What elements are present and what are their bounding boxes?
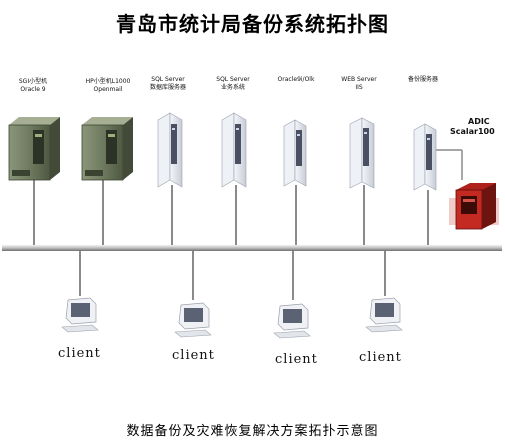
sgi-server-icon (8, 117, 60, 181)
server-links (33, 180, 429, 245)
hp-server-icon (81, 117, 133, 181)
client-links (79, 251, 386, 300)
server-label-sgi: SGI小型机 Oracle 9 (3, 78, 63, 94)
server-label-line2: 数据库服务器 (149, 84, 186, 91)
web-server-icon (349, 117, 375, 189)
server-label-backup: 备份服务器 (393, 76, 453, 84)
server-label-line2: Openmail (93, 86, 123, 93)
diagram-caption: 数据备份及灾难恢复解决方案拓扑示意图 (126, 424, 379, 439)
server-label-line1: SQL Server (151, 76, 185, 83)
server-label-line1: Oracle9i/Olk (277, 76, 315, 83)
server-label-line1: HP小型机L1000 (85, 78, 131, 85)
client-label: client (359, 350, 402, 365)
server-label-line1: 备份服务器 (407, 76, 438, 83)
client-label: client (172, 348, 215, 363)
client-computer-icon (61, 297, 99, 333)
server-label-sql-db: SQL Server 数据库服务器 (138, 76, 198, 92)
client-computer-icon (365, 297, 403, 333)
client-label: client (58, 346, 101, 361)
tape-library-label: ADIC Scalar100 (450, 117, 495, 137)
server-label-line1: WEB Server (341, 76, 377, 83)
server-label-sql-biz: SQL Server 业务系统 (203, 76, 263, 92)
backup-server-icon (413, 123, 437, 191)
server-label-line2: IIS (355, 84, 363, 91)
server-label-hp: HP小型机L1000 Openmail (78, 78, 138, 94)
server-label-web: WEB Server IIS (329, 76, 389, 92)
client-computer-icon (174, 302, 212, 338)
server-label-line2: Oracle 9 (20, 86, 46, 93)
server-label-line1: SQL Server (216, 76, 250, 83)
client-computer-icon (273, 303, 311, 339)
sql-db-server-icon (157, 112, 183, 188)
diagram-title: 青岛市统计局备份系统拓扑图 (116, 12, 389, 36)
server-label-line1: SGI小型机 (18, 78, 48, 85)
client-label: client (275, 352, 318, 367)
oracle-server-icon (283, 119, 307, 187)
server-label-oracle: Oracle9i/Olk (266, 76, 326, 84)
server-label-line2: 业务系统 (220, 84, 245, 91)
sql-biz-server-icon (221, 112, 247, 188)
network-bus (2, 245, 502, 251)
tape-library-label-line1: ADIC (468, 117, 490, 126)
tape-library-label-line2: Scalar100 (450, 127, 495, 136)
tape-library-icon (449, 183, 499, 230)
